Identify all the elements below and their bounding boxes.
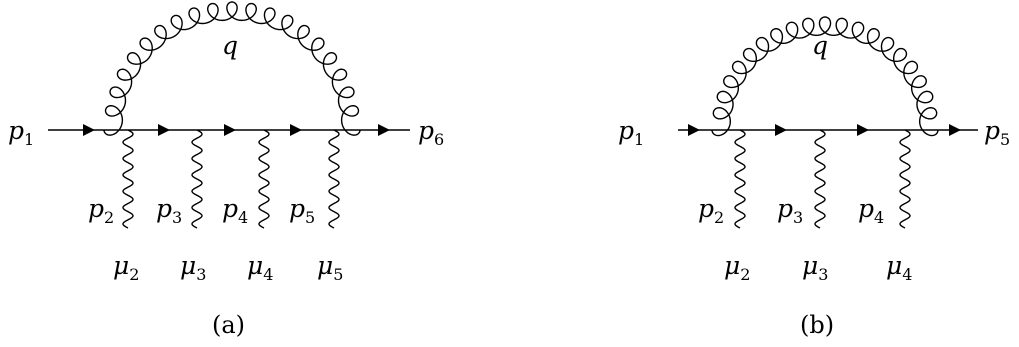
arrow-icon <box>949 124 961 136</box>
loop-momentum-label: q <box>222 31 238 60</box>
arrow-icon <box>158 124 170 136</box>
lorentz-index-label: μ2 <box>113 251 139 284</box>
photon-momentum-label: p3 <box>777 194 803 227</box>
diagram-caption: (a) <box>212 311 245 339</box>
outgoing-momentum-label: p5 <box>984 116 1010 149</box>
arrow-icon <box>775 124 787 136</box>
photon-line <box>328 129 340 229</box>
photon-momentum-label: p3 <box>156 194 182 227</box>
lorentz-index-label: μ4 <box>247 251 273 284</box>
photon-line <box>734 129 746 229</box>
loop-momentum-label: q <box>812 31 828 60</box>
photon-line <box>814 129 826 229</box>
photon-line <box>258 129 270 229</box>
gluon-loop <box>103 1 361 136</box>
photon-momentum-label: p4 <box>222 194 248 227</box>
photon-line <box>899 129 911 229</box>
lorentz-index-label: μ3 <box>802 251 828 284</box>
arrow-icon <box>378 124 390 136</box>
outgoing-momentum-label: p6 <box>418 116 444 149</box>
arrow-icon <box>857 124 869 136</box>
photon-line <box>191 129 203 229</box>
photon-momentum-label: p4 <box>858 194 884 227</box>
photon-momentum-label: p2 <box>88 194 114 227</box>
photon-momentum-label: p2 <box>698 194 724 227</box>
arrow-icon <box>224 124 236 136</box>
photon-line <box>122 129 134 229</box>
incoming-momentum-label: p1 <box>618 116 644 149</box>
lorentz-index-label: μ4 <box>886 251 912 284</box>
lorentz-index-label: μ2 <box>724 251 750 284</box>
lorentz-index-label: μ3 <box>180 251 206 284</box>
gluon-loop <box>711 16 939 137</box>
arrow-icon <box>688 124 700 136</box>
arrow-icon <box>290 124 302 136</box>
diagram-caption: (b) <box>800 311 834 339</box>
incoming-momentum-label: p1 <box>8 116 34 149</box>
diagram-a: q p1 p6 p2 p3 p4 p5 μ2 μ3 μ4 μ5 (a) <box>8 1 444 339</box>
photon-momentum-label: p5 <box>289 194 315 227</box>
diagram-b: q p1 p5 p2 p3 p4 μ2 μ3 μ4 (b) <box>618 16 1010 339</box>
arrow-icon <box>83 124 95 136</box>
lorentz-index-label: μ5 <box>317 251 343 284</box>
